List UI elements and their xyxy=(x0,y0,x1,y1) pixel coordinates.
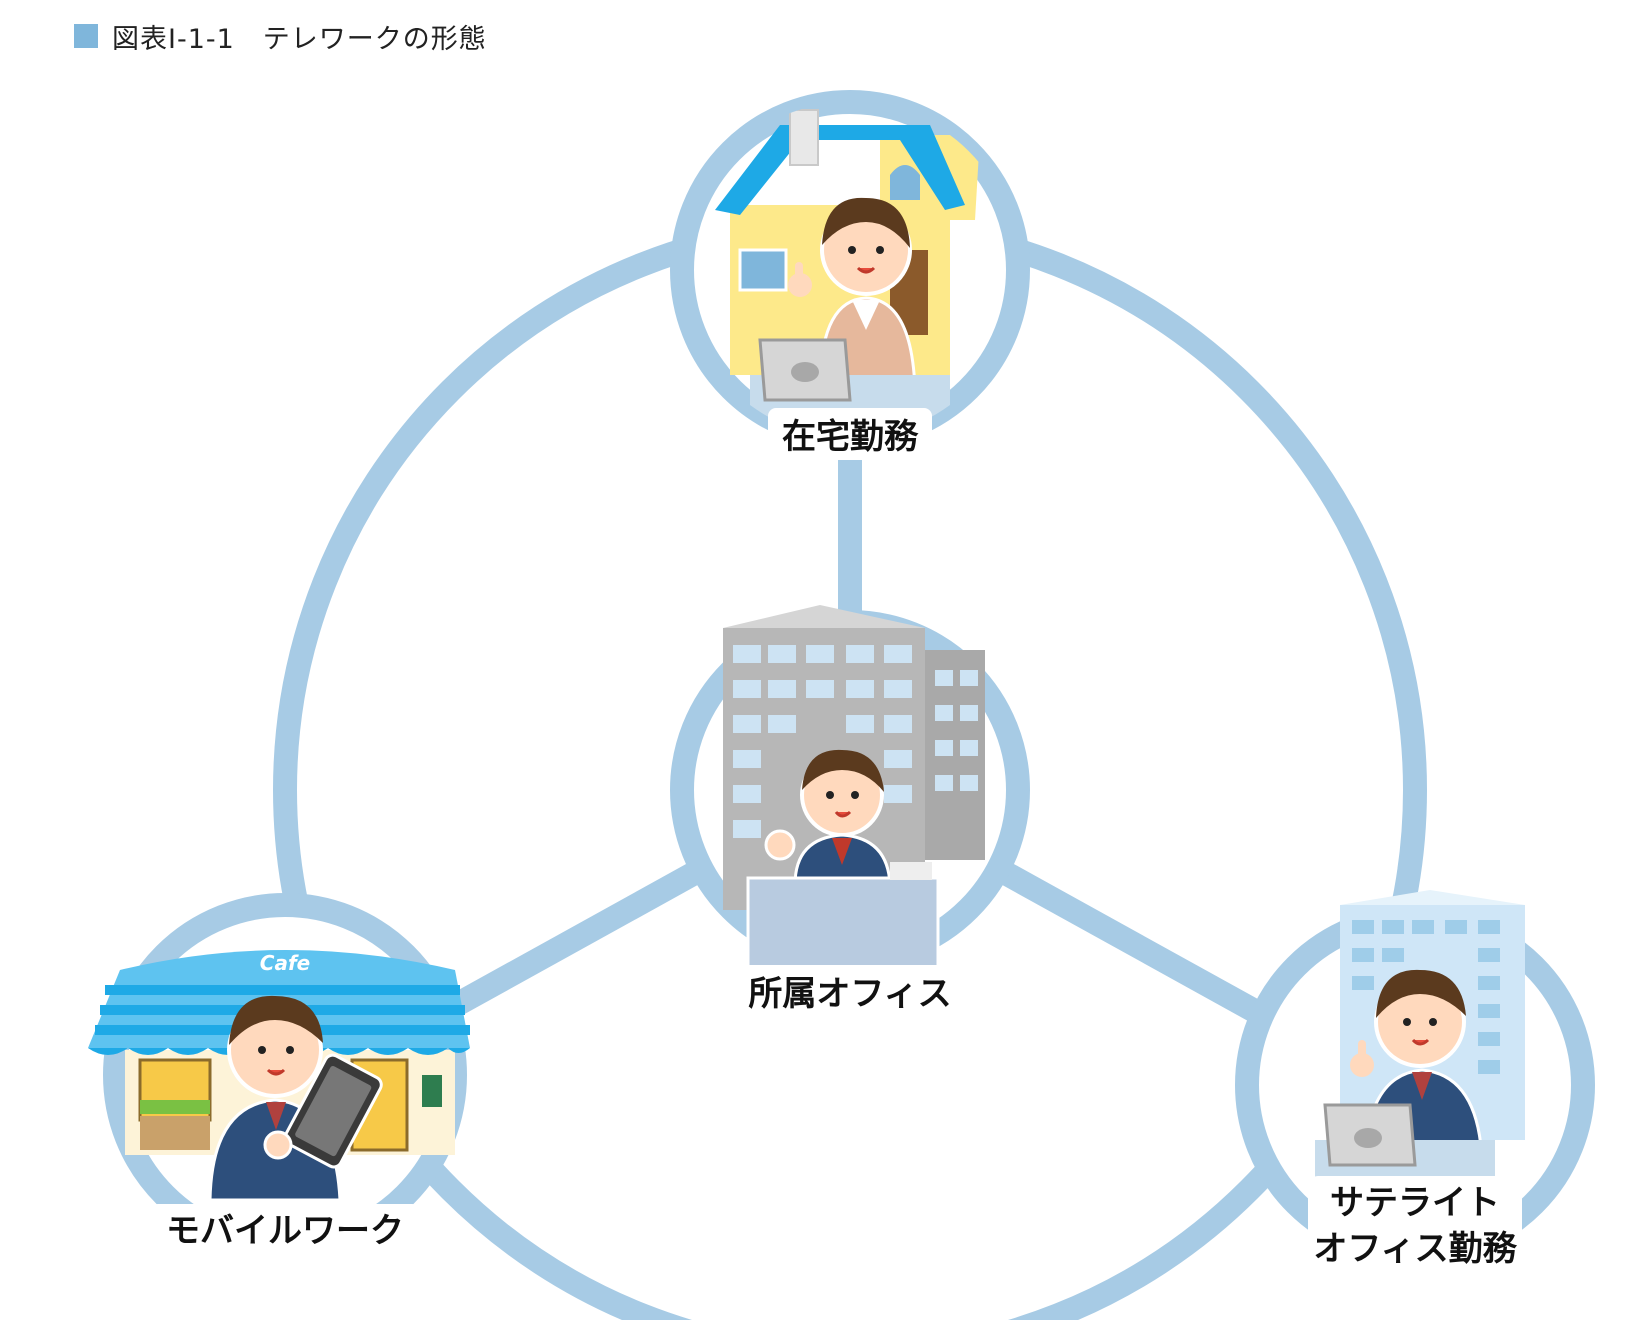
satellite-office-worker-icon xyxy=(1315,890,1525,1185)
connector-office-satellite xyxy=(994,859,1286,1036)
node-satellite: サテライト オフィス勤務 xyxy=(1235,890,1595,1274)
node-label-home: 在宅勤務 xyxy=(782,417,919,457)
cafe-tablet-worker-icon: Cafe xyxy=(88,950,470,1202)
office-building-worker-icon xyxy=(723,605,985,970)
node-mobile: Cafe モバイルワーク xyxy=(88,893,470,1258)
cafe-sign: Cafe xyxy=(260,951,310,975)
node-home: 在宅勤務 xyxy=(670,90,1030,460)
house-worker-icon xyxy=(715,109,980,435)
node-label-satellite-line1: サテライト xyxy=(1330,1183,1500,1223)
figure-header: 図表Ⅰ-1-1 テレワークの形態 xyxy=(74,16,487,56)
connector-office-mobile xyxy=(414,859,706,1036)
node-label-satellite-line2: オフィス勤務 xyxy=(1313,1229,1517,1269)
figure-title: 図表Ⅰ-1-1 テレワークの形態 xyxy=(112,23,487,55)
node-label-office: 所属オフィス xyxy=(748,974,951,1014)
header-square-icon xyxy=(74,24,98,48)
node-label-mobile: モバイルワーク xyxy=(166,1211,404,1251)
node-office: 所属オフィス xyxy=(670,605,1030,1019)
